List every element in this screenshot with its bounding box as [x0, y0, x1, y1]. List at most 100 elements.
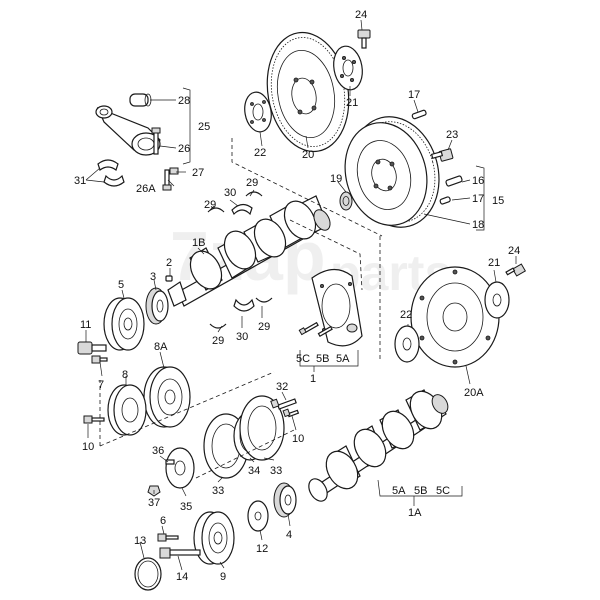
washer-plate-22 [244, 91, 272, 133]
label-29a: 29 [246, 177, 258, 189]
bolt-10a [83, 415, 105, 424]
seal-33b [239, 395, 285, 461]
label-16: 16 [472, 175, 484, 187]
label-10a: 10 [82, 441, 94, 453]
bushing-28 [129, 93, 152, 107]
label-1B: 1B [192, 237, 205, 249]
damper-8 [107, 384, 147, 436]
bolt-32 [270, 398, 297, 410]
label-8A: 8A [154, 341, 168, 353]
label-29b: 29 [204, 199, 216, 211]
washer-12 [247, 500, 269, 532]
label-5Cb: 5C [436, 485, 450, 497]
bearing-19 [339, 191, 353, 211]
crankshaft-1B [167, 195, 331, 307]
woodruff-key-2 [165, 275, 173, 282]
label-20A: 20A [464, 387, 484, 399]
label-31: 31 [74, 175, 86, 187]
bolt-5B [317, 325, 333, 338]
label-35: 35 [180, 501, 192, 513]
label-28: 28 [178, 95, 190, 107]
label-33a: 33 [212, 485, 224, 497]
label-17b: 17 [472, 193, 484, 205]
bolt-24 [357, 29, 371, 49]
label-5Ab: 5A [392, 485, 406, 497]
dowel-pin-17 [411, 109, 427, 120]
label-14: 14 [176, 571, 188, 583]
rod-bolt-26 [151, 127, 161, 155]
label-32: 32 [276, 381, 288, 393]
leader-lines [85, 19, 517, 571]
label-3: 3 [150, 271, 156, 283]
label-33b: 33 [270, 465, 282, 477]
label-25: 25 [198, 121, 210, 133]
dual-mass-flywheel-18 [344, 116, 440, 228]
label-27: 27 [192, 167, 204, 179]
label-5: 5 [118, 279, 124, 291]
label-19: 19 [330, 173, 342, 185]
label-26A: 26A [136, 183, 156, 195]
label-1: 1 [310, 373, 316, 385]
nut-27 [169, 167, 179, 175]
pulley-5 [103, 297, 145, 351]
bolt-14 [159, 547, 201, 559]
drive-plate-21 [333, 45, 363, 91]
label-8: 8 [122, 369, 128, 381]
label-30a: 30 [224, 187, 236, 199]
label-17: 17 [408, 89, 420, 101]
bolt-24b [505, 263, 527, 277]
seal-5A-small [346, 323, 358, 333]
sprocket-4 [273, 482, 297, 518]
label-21b: 21 [488, 257, 500, 269]
label-34: 34 [248, 465, 260, 477]
pin-36 [165, 459, 175, 465]
label-36: 36 [152, 445, 164, 457]
part-labels: 24 28 25 21 22 20 17 23 16 15 17 18 19 2… [74, 9, 520, 583]
label-5A: 5A [336, 353, 350, 365]
bolt-10b [282, 408, 300, 418]
label-21: 21 [346, 97, 358, 109]
label-5C: 5C [296, 353, 310, 365]
bolt-5C [298, 321, 319, 336]
rod-bolt-26A [162, 169, 172, 191]
bolt-6 [157, 533, 179, 542]
label-22b: 22 [400, 309, 412, 321]
label-9: 9 [220, 571, 226, 583]
label-1A: 1A [408, 507, 422, 519]
bolt-7 [91, 355, 108, 364]
label-5Bb: 5B [414, 485, 427, 497]
label-24: 24 [355, 9, 367, 21]
label-6: 6 [160, 515, 166, 527]
label-30b: 30 [236, 331, 248, 343]
washer-plate-22b [394, 325, 420, 363]
bearing-shells-29-30-lower [209, 297, 273, 329]
timing-sprocket-3 [145, 287, 169, 325]
pin-17b [439, 196, 451, 205]
drive-plate-20A [410, 266, 500, 368]
drive-plate-21b [484, 281, 510, 319]
pin-16 [445, 175, 463, 187]
crankshaft-1A [308, 389, 449, 502]
label-13: 13 [134, 535, 146, 547]
pulley-9 [193, 511, 235, 565]
label-7: 7 [98, 379, 104, 391]
bolt-23 [430, 148, 454, 162]
label-37: 37 [148, 497, 160, 509]
flywheel-20 [266, 31, 350, 153]
bearing-shells-29-30-upper [207, 191, 263, 216]
flange-35 [165, 447, 195, 489]
bearing-shells-31 [97, 159, 125, 187]
bolt-11 [77, 341, 107, 355]
label-22: 22 [254, 147, 266, 159]
label-29d: 29 [258, 321, 270, 333]
label-5B: 5B [316, 353, 329, 365]
label-20: 20 [302, 149, 314, 161]
label-15: 15 [492, 195, 504, 207]
connecting-rod-25 [95, 105, 161, 156]
label-26: 26 [178, 143, 190, 155]
label-29c: 29 [212, 335, 224, 347]
label-23: 23 [446, 129, 458, 141]
label-12: 12 [256, 543, 268, 555]
label-18: 18 [472, 219, 484, 231]
